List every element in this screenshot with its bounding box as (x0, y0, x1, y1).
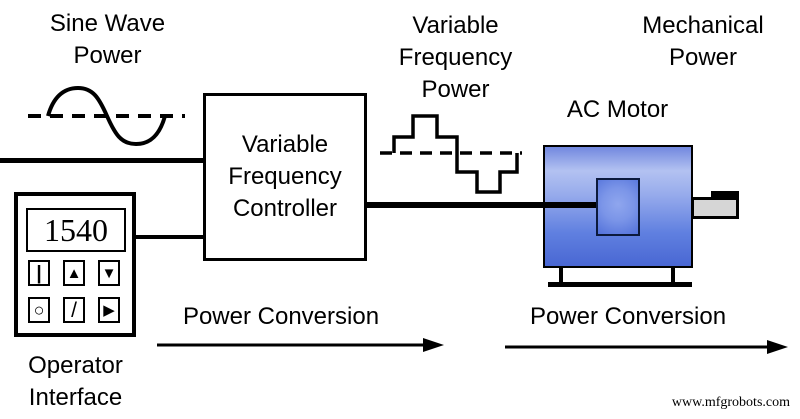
mech-line2: Power (668, 44, 738, 71)
vfp-line1: Variable (412, 12, 499, 39)
variable-frequency-controller-box: Variable Frequency Controller (203, 93, 367, 261)
operator-interface-panel: 1540 | ▲ ▼ ○ / ▶ (14, 192, 136, 337)
ac-motor-label-text: AC Motor (566, 96, 669, 123)
vfp-line3: Power (421, 76, 490, 103)
power-conversion-right-arrow (505, 340, 788, 354)
vfp-line2: Frequency (398, 44, 513, 71)
motor-leg-left (559, 268, 563, 284)
stop-button[interactable]: ○ (28, 297, 50, 323)
operator-signal-line (126, 235, 206, 239)
output-power-line (367, 202, 599, 208)
power-conversion-left-label: Power Conversion (182, 303, 380, 330)
variable-frequency-power-label: Variable Frequency Power (368, 10, 543, 106)
sine-wave-graphic (28, 85, 185, 147)
sine-wave-power-line1: Sine Wave (49, 10, 166, 37)
controller-line3: Controller (232, 195, 338, 222)
mech-line1: Mechanical (642, 12, 764, 39)
button-row-1: | ▲ ▼ (28, 260, 120, 286)
stepped-wave-graphic (380, 114, 522, 194)
mechanical-power-label: Mechanical Power (608, 10, 798, 74)
ac-motor-label: AC Motor (545, 94, 690, 126)
jog-button[interactable]: / (63, 297, 85, 323)
power-conversion-left-arrow (157, 338, 444, 352)
stepped-curve (392, 114, 519, 194)
motor-rotor-block (596, 178, 640, 236)
up-arrow-button[interactable]: ▲ (63, 260, 85, 286)
power-conversion-right-label: Power Conversion (529, 303, 727, 330)
input-power-line (0, 158, 206, 163)
watermark-url: www.mfgrobots.com (671, 395, 790, 410)
speed-display: 1540 (26, 208, 126, 252)
operator-label-line2: Interface (28, 384, 123, 411)
operator-interface-label: Operator Interface (8, 350, 143, 414)
motor-shaft (691, 197, 739, 219)
arrowhead-icon (767, 340, 788, 354)
sine-wave-power-label: Sine Wave Power (20, 8, 195, 72)
start-button[interactable]: | (28, 260, 50, 286)
sine-curve (46, 85, 167, 147)
motor-base (548, 282, 692, 287)
motor-leg-right (671, 268, 675, 284)
down-arrow-button[interactable]: ▼ (98, 260, 120, 286)
controller-line1: Variable (241, 131, 329, 158)
run-button[interactable]: ▶ (98, 297, 120, 323)
button-row-2: ○ / ▶ (28, 297, 120, 323)
sine-wave-power-line2: Power (73, 42, 142, 69)
operator-label-line1: Operator (28, 352, 123, 379)
arrowhead-icon (423, 338, 444, 352)
controller-line2: Frequency (228, 163, 342, 190)
motor-shaft-key (711, 191, 739, 200)
